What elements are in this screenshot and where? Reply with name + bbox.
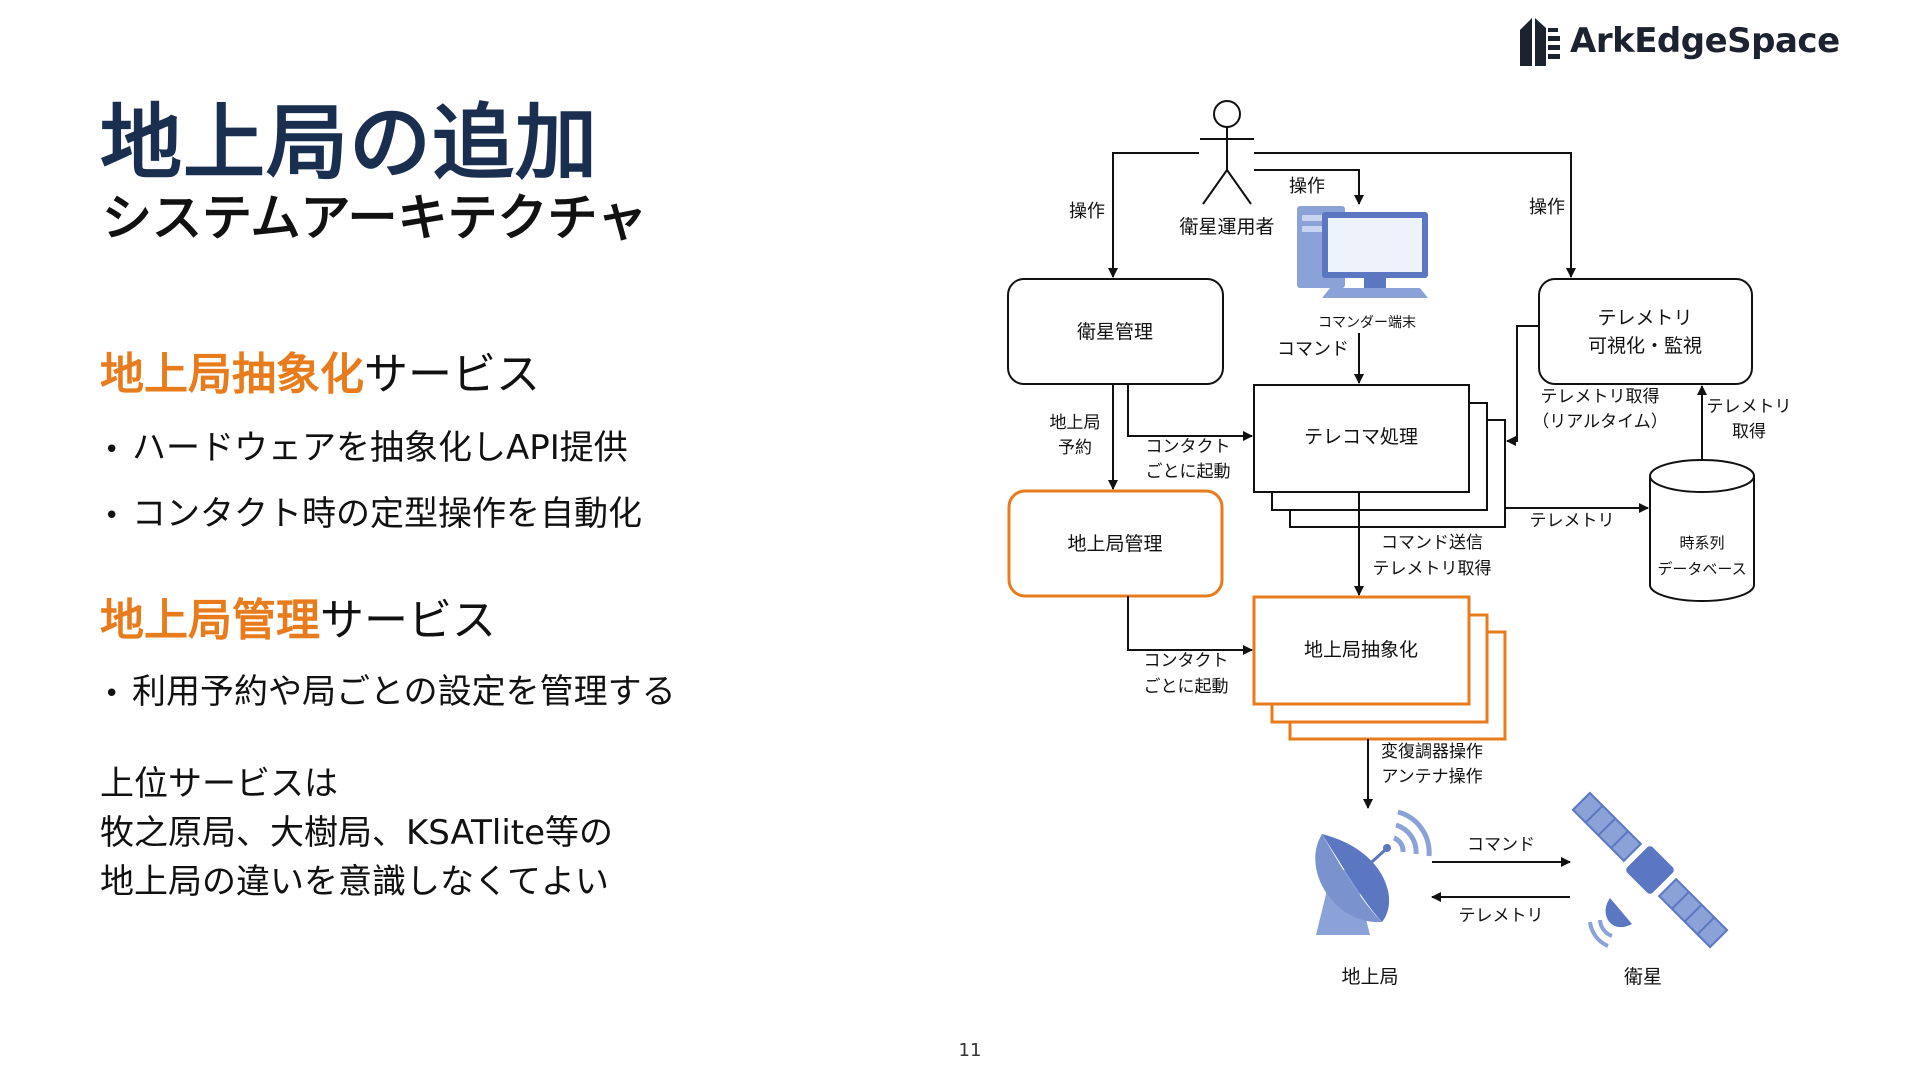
operator-label: 衛星運用者 <box>1179 216 1274 238</box>
computer-terminal-icon <box>1297 206 1428 298</box>
page-number: 11 <box>958 1040 982 1061</box>
edge-label-command-send-2: テレメトリ取得 <box>1373 559 1492 579</box>
bullet-dot: • <box>104 434 120 465</box>
bullet-item: • コンタクト時の定型操作を自動化 <box>104 486 642 535</box>
summary-paragraph: 上位サービスは 牧之原局、大樹局、KSATlite等の 地上局の違いを意識しなく… <box>100 760 613 907</box>
edge-label-gs-reserve-1: 地上局 <box>1050 413 1101 433</box>
section-heading-highlight: 地上局管理 <box>100 595 320 646</box>
edge-gs-management-to-gs-abstraction <box>1127 596 1253 655</box>
timeseries-database-node <box>1649 459 1755 602</box>
ground-station-abstraction-node <box>1252 595 1471 706</box>
telemetry-visualization-node <box>1538 278 1753 385</box>
edge-label-command-send-1: コマンド送信 <box>1381 533 1483 553</box>
timeseries-database-label-1: 時系列 <box>1679 534 1724 552</box>
edge-operator-to-terminal <box>1254 169 1364 205</box>
bullet-item: • ハードウェアを抽象化しAPI提供 <box>104 420 628 469</box>
ground-station-management-node <box>1007 489 1224 598</box>
edge-label-contact-start-1a: コンタクト <box>1146 437 1231 457</box>
edge-label-modem-2: アンテナ操作 <box>1381 767 1482 787</box>
edge-label-telemetry-get-1: テレメトリ <box>1707 397 1792 417</box>
edge-label-telemetry-realtime-1: テレメトリ取得 <box>1541 387 1660 407</box>
logo-text: ArkEdgeSpace <box>1570 21 1840 61</box>
edge-label-satellite-command: コマンド <box>1467 835 1535 855</box>
ground-station-dish-icon <box>1315 809 1432 935</box>
edge-label-contact-start-2a: コンタクト <box>1144 651 1229 671</box>
ground-station-label: 地上局 <box>1341 966 1398 988</box>
summary-line: 牧之原局、大樹局、KSATlite等の <box>100 813 614 853</box>
satellite-icon <box>1571 791 1729 949</box>
section-heading-highlight: 地上局抽象化 <box>100 349 364 400</box>
satellite-management-node <box>1007 278 1224 385</box>
bullet-text: コンタクト時の定型操作を自動化 <box>132 494 642 534</box>
company-logo: ArkEdgeSpace <box>1518 14 1840 68</box>
edge-label-telemetry-get-2: 取得 <box>1732 422 1766 442</box>
section-heading-rest: サービス <box>320 595 496 646</box>
edge-label-gs-reserve-2: 予約 <box>1058 438 1092 458</box>
edge-telemetry-visualization-to-telecom <box>1506 325 1539 446</box>
edge-label-command: コマンド <box>1277 339 1349 360</box>
edge-operator-to-satellite-management <box>1108 152 1199 278</box>
edge-satellite-management-to-telecom <box>1127 384 1253 441</box>
edge-label-operation-left: 操作 <box>1069 201 1105 222</box>
timeseries-database-label-2: データベース <box>1657 560 1746 578</box>
bullet-dot: • <box>104 678 120 709</box>
operator-icon <box>1200 100 1254 205</box>
edge-label-telemetry: テレメトリ <box>1530 511 1615 531</box>
page-title: 地上局の追加 <box>100 96 599 191</box>
telecom-processing-label: テレコマ処理 <box>1304 426 1418 448</box>
edge-label-operation-middle: 操作 <box>1289 176 1325 197</box>
ground-station-abstraction-label: 地上局抽象化 <box>1304 639 1418 661</box>
section-heading-rest: サービス <box>364 349 540 400</box>
edge-label-contact-start-1b: ごとに起動 <box>1146 462 1231 482</box>
section-heading-abstraction: 地上局抽象化サービス <box>100 338 540 402</box>
edge-label-contact-start-2b: ごとに起動 <box>1144 677 1229 697</box>
bullet-text: 利用予約や局ごとの設定を管理する <box>132 672 676 712</box>
logo-mark-icon <box>1520 18 1560 66</box>
edge-operator-to-telemetry-visualization <box>1254 152 1576 278</box>
commander-terminal-label: コマンダー端末 <box>1318 315 1416 331</box>
page-subtitle: システムアーキテクチャ <box>102 189 647 247</box>
section-heading-management: 地上局管理サービス <box>100 584 496 648</box>
edge-label-modem-1: 変復調器操作 <box>1381 742 1483 762</box>
edge-label-telemetry-realtime-2: （リアルタイム） <box>1532 412 1668 432</box>
bullet-dot: • <box>104 500 120 531</box>
summary-line: 地上局の違いを意識しなくてよい <box>100 862 609 902</box>
telemetry-visualization-label-1: テレメトリ <box>1597 307 1692 329</box>
bullet-text: ハードウェアを抽象化しAPI提供 <box>132 428 628 468</box>
edge-label-operation-right: 操作 <box>1529 197 1565 218</box>
edge-label-satellite-telemetry: テレメトリ <box>1459 906 1544 926</box>
telecom-processing-node <box>1253 384 1470 493</box>
satellite-label: 衛星 <box>1624 966 1662 988</box>
telemetry-visualization-label-2: 可視化・監視 <box>1588 335 1702 357</box>
ground-station-management-label: 地上局管理 <box>1067 533 1162 555</box>
summary-line: 上位サービスは <box>100 764 338 804</box>
bullet-item: • 利用予約や局ごとの設定を管理する <box>104 664 676 713</box>
satellite-management-label: 衛星管理 <box>1077 321 1153 343</box>
